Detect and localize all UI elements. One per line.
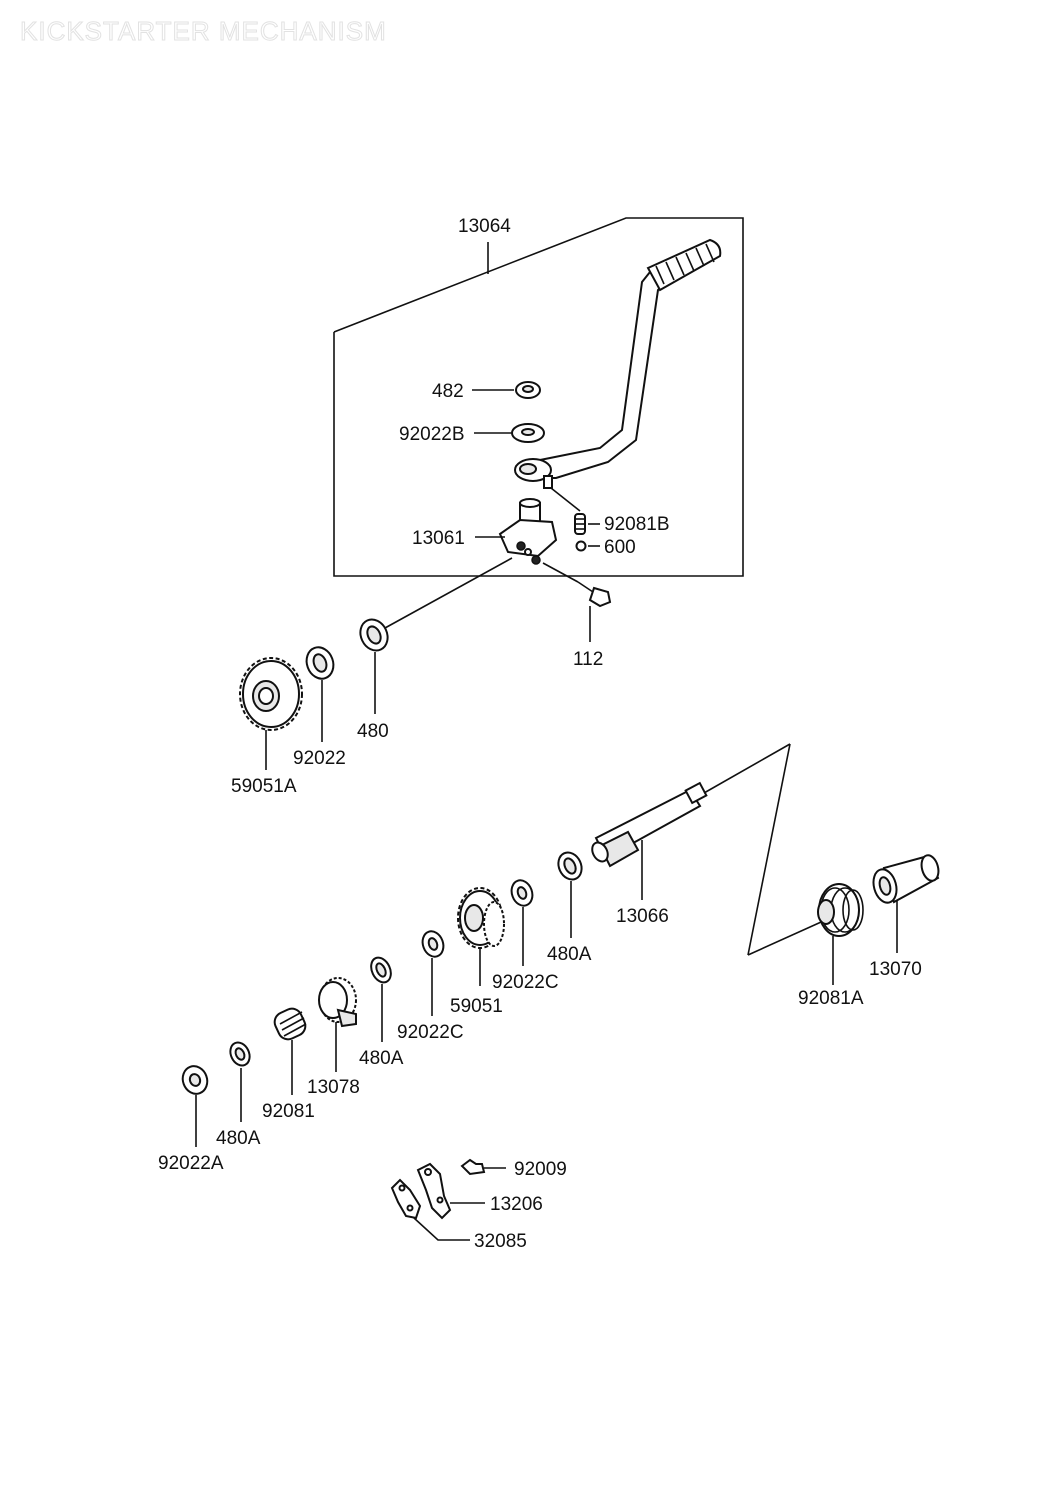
label-92009: 92009 <box>514 1159 567 1180</box>
label-13066: 13066 <box>616 906 669 927</box>
diagram-title: KICKSTARTER MECHANISM <box>20 16 387 46</box>
label-92081A: 92081A <box>798 988 864 1009</box>
circlip-480A-lower <box>229 1041 251 1067</box>
label-92081: 92081 <box>262 1101 315 1122</box>
label-13206: 13206 <box>490 1194 543 1215</box>
kickstarter-shaft-13066 <box>591 781 708 868</box>
label-480A-3: 480A <box>216 1128 261 1149</box>
label-92022: 92022 <box>293 748 346 769</box>
washer-92022C-lower <box>421 930 445 958</box>
spring-92081 <box>273 1007 307 1041</box>
circlip-482 <box>515 381 541 399</box>
guide-13070 <box>872 854 940 904</box>
label-13061: 13061 <box>412 528 465 549</box>
label-92022C-1: 92022C <box>492 972 559 993</box>
label-482: 482 <box>432 381 464 402</box>
label-480A-2: 480A <box>359 1048 404 1069</box>
bolt-112 <box>577 581 612 608</box>
label-92022A: 92022A <box>158 1153 224 1174</box>
label-480: 480 <box>357 721 389 742</box>
label-59051A: 59051A <box>231 776 297 797</box>
screw-92009 <box>460 1158 506 1176</box>
label-59051: 59051 <box>450 996 503 1017</box>
label-13070: 13070 <box>869 959 922 980</box>
washer-92022 <box>305 646 335 680</box>
kick-arm-assembly-frame <box>333 217 744 577</box>
washer-92022A <box>181 1065 209 1095</box>
label-92022B: 92022B <box>399 424 465 445</box>
circlip-480A-middle <box>370 956 392 984</box>
label-112: 112 <box>573 649 603 670</box>
washer-92022C-upper <box>510 879 534 907</box>
circlip-480 <box>359 618 389 652</box>
ball-600 <box>575 540 587 552</box>
kick-lever <box>514 238 722 489</box>
gear-59051 <box>457 887 505 949</box>
ratchet-13078 <box>318 977 357 1028</box>
label-600: 600 <box>604 537 636 558</box>
spring-92081A <box>817 883 864 937</box>
spring-92081B <box>574 513 586 535</box>
circlip-480A-upper <box>557 851 583 881</box>
label-13078: 13078 <box>307 1077 360 1098</box>
guide-plate-32085 <box>390 1178 422 1220</box>
plate-13206 <box>416 1162 452 1220</box>
washer-92022B <box>511 423 545 443</box>
label-92081B: 92081B <box>604 514 670 535</box>
gear-59051A <box>239 657 303 731</box>
label-92022C-2: 92022C <box>397 1022 464 1043</box>
label-13064: 13064 <box>458 216 511 237</box>
label-32085: 32085 <box>474 1231 527 1252</box>
kick-boss-13061 <box>498 498 558 565</box>
label-480A-1: 480A <box>547 944 592 965</box>
